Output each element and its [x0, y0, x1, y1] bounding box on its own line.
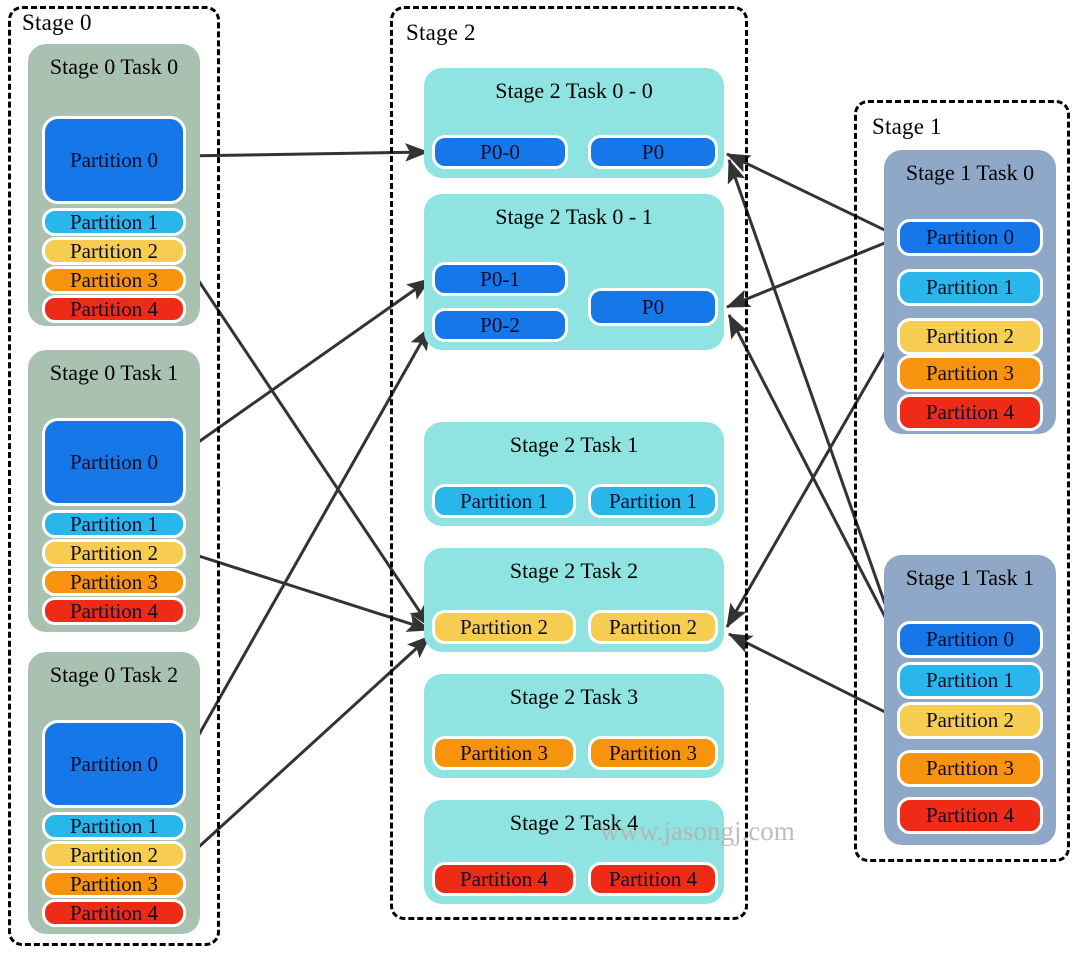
stage-frame-stage-1 [854, 100, 1070, 862]
partition-s0t2-p0[interactable]: Partition 0 [42, 720, 186, 808]
task-stage-2-task-0-0: Stage 2 Task 0 - 0 P0-0 P0 [424, 68, 724, 178]
partition-s0t1-p4[interactable]: Partition 4 [42, 597, 186, 625]
partition-s2t00-left-0[interactable]: P0-0 [432, 135, 568, 169]
stage-frame-stage-2 [390, 6, 748, 920]
task-stage-2-task-2: Stage 2 Task 2 Partition 2 Partition 2 [424, 548, 724, 652]
partition-s1t1-p3[interactable]: Partition 3 [897, 750, 1043, 787]
partition-s2t2-left-0[interactable]: Partition 2 [432, 610, 576, 644]
partition-s0t0-p1[interactable]: Partition 1 [42, 208, 186, 236]
task-stage-0-task-1: Stage 0 Task 1 Partition 0 Partition 1 P… [28, 350, 200, 632]
task-label-stage-0-task-0: Stage 0 Task 0 [49, 54, 179, 79]
partition-s0t2-p4[interactable]: Partition 4 [42, 899, 186, 927]
partition-s0t1-p3[interactable]: Partition 3 [42, 568, 186, 596]
partition-s1t0-p1[interactable]: Partition 1 [897, 269, 1043, 306]
task-label-stage-2-task-4: Stage 2 Task 4 [509, 810, 639, 835]
stage-label-stage-2: Stage 2 [406, 20, 476, 45]
task-stage-1-task-1: Stage 1 Task 1 Partition 0 Partition 1 P… [884, 555, 1056, 845]
task-label-stage-2-task-2: Stage 2 Task 2 [509, 558, 639, 583]
task-label-stage-2-task-3: Stage 2 Task 3 [509, 684, 639, 709]
stage-label-stage-0: Stage 0 [22, 10, 92, 35]
partition-s2t01-left-0[interactable]: P0-1 [432, 262, 568, 296]
partition-s2t01-right-0[interactable]: P0 [588, 288, 718, 326]
partition-s1t1-p4[interactable]: Partition 4 [897, 797, 1043, 834]
partition-s2t00-right-0[interactable]: P0 [588, 135, 718, 169]
task-label-stage-0-task-2: Stage 0 Task 2 [49, 662, 179, 687]
partition-s1t0-p2[interactable]: Partition 2 [897, 318, 1043, 355]
task-stage-2-task-3: Stage 2 Task 3 Partition 3 Partition 3 [424, 674, 724, 778]
task-label-stage-2-task-1: Stage 2 Task 1 [509, 432, 639, 457]
partition-s2t3-right-0[interactable]: Partition 3 [588, 736, 718, 770]
partition-s2t4-right-0[interactable]: Partition 4 [588, 862, 718, 896]
task-label-stage-1-task-1: Stage 1 Task 1 [905, 565, 1035, 590]
partition-s0t0-p3[interactable]: Partition 3 [42, 266, 186, 294]
task-stage-0-task-2: Stage 0 Task 2 Partition 0 Partition 1 P… [28, 652, 200, 934]
partition-s1t0-p4[interactable]: Partition 4 [897, 394, 1043, 431]
task-label-stage-2-task-0-1: Stage 2 Task 0 - 1 [495, 204, 653, 229]
watermark: www.jasongj.com [600, 816, 795, 846]
partition-s0t1-p1[interactable]: Partition 1 [42, 510, 186, 538]
partition-s2t01-left-1[interactable]: P0-2 [432, 308, 568, 342]
partition-s0t0-p0[interactable]: Partition 0 [42, 116, 186, 204]
partition-s1t0-p3[interactable]: Partition 3 [897, 355, 1043, 392]
partition-s2t1-left-0[interactable]: Partition 1 [432, 484, 576, 518]
partition-s0t0-p2[interactable]: Partition 2 [42, 237, 186, 265]
task-stage-0-task-0: Stage 0 Task 0 Partition 0 Partition 1 P… [28, 44, 200, 326]
partition-s0t2-p3[interactable]: Partition 3 [42, 870, 186, 898]
task-stage-2-task-1: Stage 2 Task 1 Partition 1 Partition 1 [424, 422, 724, 526]
task-label-stage-2-task-0-0: Stage 2 Task 0 - 0 [495, 78, 653, 103]
task-stage-2-task-0-1: Stage 2 Task 0 - 1 P0-1 P0-2 P0 [424, 194, 724, 350]
partition-s2t4-left-0[interactable]: Partition 4 [432, 862, 576, 896]
task-label-stage-1-task-0: Stage 1 Task 0 [905, 160, 1035, 185]
partition-s2t2-right-0[interactable]: Partition 2 [588, 610, 718, 644]
partition-s0t2-p2[interactable]: Partition 2 [42, 841, 186, 869]
partition-s1t1-p1[interactable]: Partition 1 [897, 662, 1043, 699]
partition-s1t1-p2[interactable]: Partition 2 [897, 702, 1043, 739]
partition-s0t2-p1[interactable]: Partition 1 [42, 812, 186, 840]
partition-s0t1-p2[interactable]: Partition 2 [42, 539, 186, 567]
stage-frame-stage-0 [8, 6, 220, 946]
task-label-stage-0-task-1: Stage 0 Task 1 [49, 360, 179, 385]
task-stage-1-task-0: Stage 1 Task 0 Partition 0 Partition 1 P… [884, 150, 1056, 434]
partition-s0t0-p4[interactable]: Partition 4 [42, 295, 186, 323]
task-stage-2-task-4: Stage 2 Task 4 Partition 4 Partition 4 [424, 800, 724, 904]
stage-label-stage-1: Stage 1 [872, 114, 942, 139]
partition-s2t1-right-0[interactable]: Partition 1 [588, 484, 718, 518]
partition-s1t1-p0[interactable]: Partition 0 [897, 621, 1043, 658]
partition-s1t0-p0[interactable]: Partition 0 [897, 219, 1043, 256]
partition-s2t3-left-0[interactable]: Partition 3 [432, 736, 576, 770]
partition-s0t1-p0[interactable]: Partition 0 [42, 418, 186, 506]
